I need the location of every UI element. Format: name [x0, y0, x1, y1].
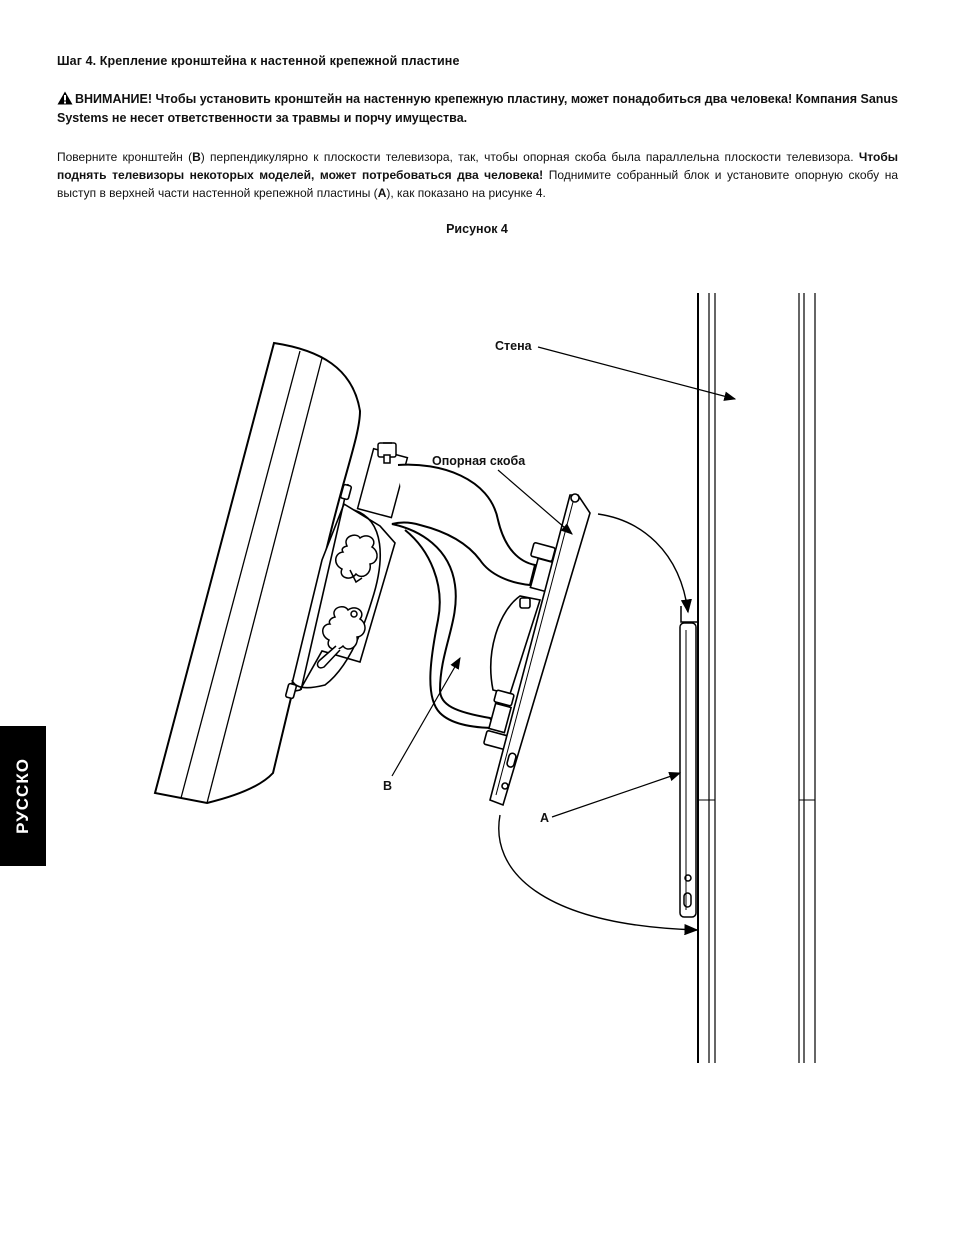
- ref-b: B: [192, 150, 201, 164]
- step-heading: Шаг 4. Крепление кронштейна к настенной …: [57, 54, 460, 68]
- knob-lower: [316, 606, 366, 669]
- wall-plate: [679, 606, 698, 918]
- language-tab-label: РУССКО: [13, 758, 32, 834]
- ref-a: A: [377, 186, 387, 200]
- language-tab: РУССКО: [0, 726, 46, 866]
- label-wall: Стена: [495, 339, 533, 353]
- instructions-part4: ), как показано на рисунке 4.: [386, 186, 546, 200]
- leader-lines: [391, 346, 737, 818]
- label-b: B: [383, 779, 392, 793]
- label-a: A: [540, 811, 549, 825]
- warning-text: Чтобы установить кронштейн на настенную …: [57, 92, 898, 125]
- support-bracket: [483, 493, 591, 807]
- arm-bracket: [391, 463, 537, 730]
- lifting-note: Чтобы поднять телевизоры некоторых модел…: [57, 150, 898, 182]
- tv-drawing: [153, 341, 362, 805]
- instructions-paragraph: Поверните кронштейн (B) перпендикулярно …: [57, 148, 898, 202]
- warning-triangle-icon: [57, 91, 73, 105]
- hinge-bolt: [356, 442, 409, 519]
- instructions-part2: ) перпендикулярно к плоскости телевизора…: [200, 150, 859, 164]
- warning-paragraph: ВНИМАНИЕ! Чтобы установить кронштейн на …: [57, 90, 898, 128]
- wall-drawing: [697, 293, 816, 1063]
- figure-caption: Рисунок 4: [446, 222, 508, 236]
- label-support-bracket: Опорная скоба: [432, 454, 526, 468]
- instructions-part3: Поднимите собранный блок и установите оп…: [57, 168, 898, 200]
- warning-label: ВНИМАНИЕ!: [75, 92, 152, 106]
- knob-upper: [335, 534, 378, 584]
- motion-arrows: [498, 513, 699, 936]
- instructions-part1: Поверните кронштейн (: [57, 150, 193, 164]
